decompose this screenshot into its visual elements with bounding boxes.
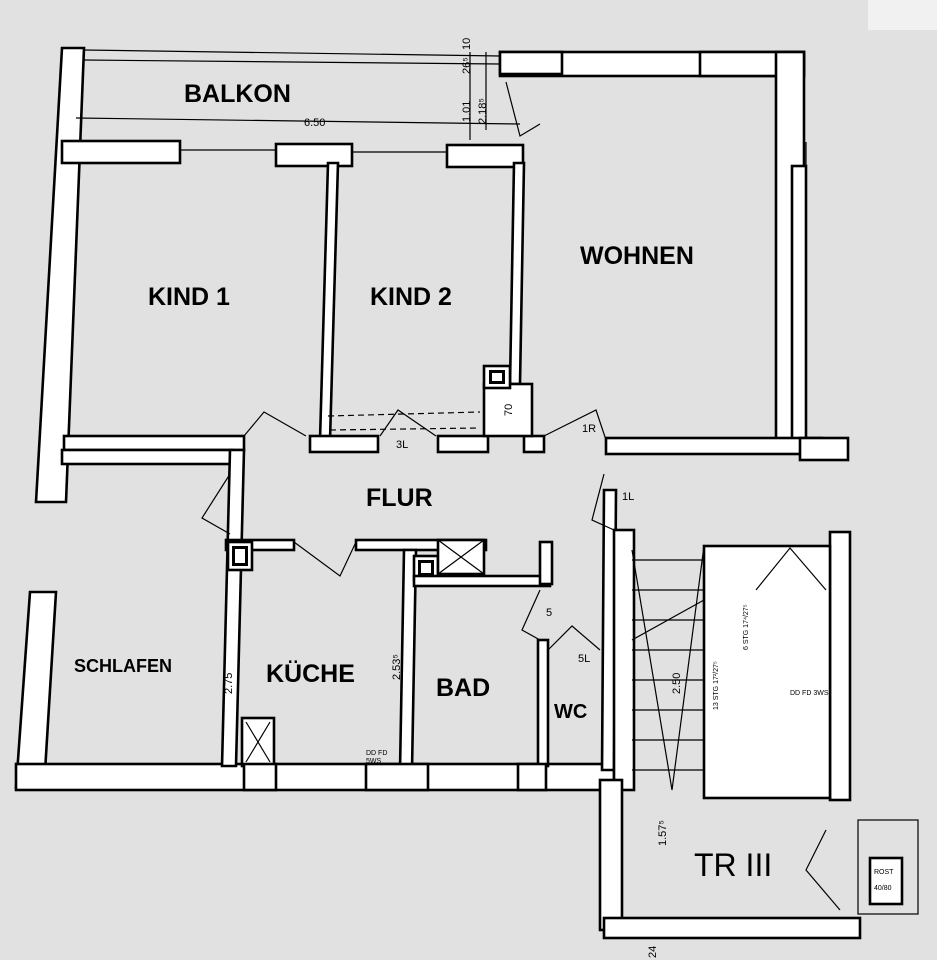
door-mark-entry: 1L <box>622 491 634 503</box>
dim-balkon-width: 6.50 <box>304 117 325 129</box>
door-swings <box>201 409 615 651</box>
stair-note-flight2: 6 STG 17⁴/27⁵ <box>743 604 750 650</box>
dim-chimney: 70 <box>503 404 515 416</box>
dim-schlafen-height: 2.75 <box>223 673 235 694</box>
room-label-balkon: BALKON <box>184 80 291 108</box>
stair-note-flight1: 13 STG 17²/27⁵ <box>713 661 720 710</box>
room-label-kueche: KÜCHE <box>266 659 355 688</box>
room-label-treppe: TR III <box>694 847 772 883</box>
dim-top-a: 26⁵ <box>461 57 473 74</box>
dim-kitchen-height: 2.53⁵ <box>391 654 403 680</box>
interior-walls <box>60 161 850 792</box>
door-mark-wohnen: 1R <box>582 423 596 435</box>
rost-size: 40/80 <box>874 885 892 892</box>
door-mark-wc: 5L <box>578 653 590 665</box>
room-label-wc: WC <box>554 701 587 723</box>
room-label-bad: BAD <box>436 674 490 702</box>
dim-stair-landing: 1.57⁵ <box>657 820 669 846</box>
rost-label: ROST <box>874 869 894 876</box>
room-label-schlafen: SCHLAFEN <box>74 656 172 676</box>
balcony-details <box>75 52 541 140</box>
dim-balkon-depth-b: 2.18⁵ <box>477 98 489 124</box>
dim-top-b: 10 <box>461 38 473 50</box>
kitchen-ceiling-note-2: 5WS <box>366 758 382 765</box>
dim-bottom: 24 <box>647 946 659 958</box>
room-label-wohnen: WOHNEN <box>580 242 694 270</box>
door-mark-bad: 5 <box>546 607 552 619</box>
dim-stair-length: 2.50 <box>671 673 683 694</box>
room-label-flur: FLUR <box>366 484 433 512</box>
stairwell <box>598 530 919 940</box>
dim-balkon-depth-a: 1.01 <box>461 101 473 122</box>
room-label-kind2: KIND 2 <box>370 283 452 311</box>
exterior-walls <box>14 46 808 792</box>
scan-corner <box>868 0 937 30</box>
door-mark-kind: 3L <box>396 439 408 451</box>
room-label-kind1: KIND 1 <box>148 283 230 311</box>
kitchen-ceiling-note-1: DD FD <box>366 750 387 757</box>
stair-ceiling-note: DD FD 3WS <box>790 690 829 697</box>
